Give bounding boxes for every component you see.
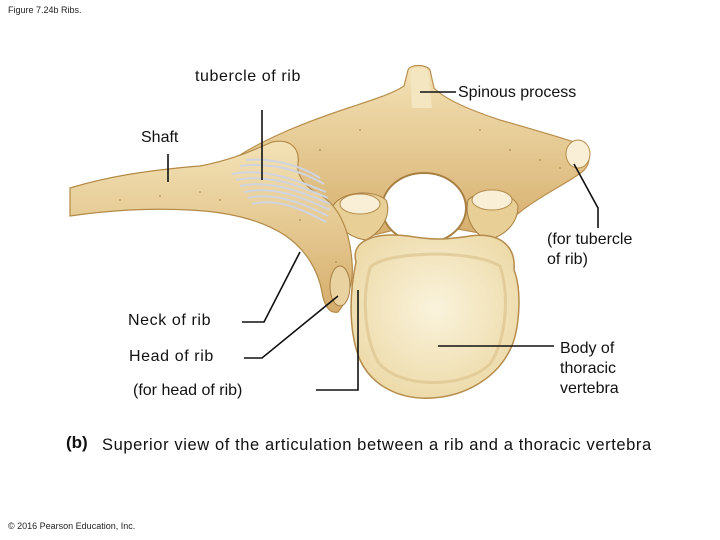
subfigure-letter: (b)	[66, 433, 88, 452]
right-articular-facet	[471, 189, 513, 211]
subfigure-caption: Superior view of the articulation betwee…	[102, 436, 652, 454]
label-body-line2: thoracic	[560, 360, 617, 377]
rib-head-facet	[329, 265, 351, 307]
label-spinous-process: Spinous process	[458, 84, 577, 101]
label-facet-tubercle-line2: of rib)	[547, 251, 588, 268]
leader-facet-head	[316, 290, 359, 391]
bone-texture	[119, 129, 561, 263]
vertebral-body-rim	[363, 252, 507, 384]
label-facet-for-head: (for head of rib)	[133, 382, 243, 399]
transverse-costal-facet	[565, 139, 591, 169]
spinous-process-shape	[410, 67, 432, 108]
leader-lines	[167, 91, 599, 391]
rib-shape	[69, 140, 353, 313]
label-body-of-thoracic-vertebra: Body of thoracic vertebra	[560, 339, 619, 399]
label-facet-for-tubercle: (for tubercle of rib)	[547, 230, 632, 270]
label-neck-of-rib: Neck of rib	[128, 312, 212, 329]
leader-head	[244, 295, 339, 359]
label-body-line3: vertebra	[560, 380, 619, 397]
label-tubercle-of-rib: tubercle of rib	[195, 68, 301, 85]
left-articular-facet	[339, 193, 381, 215]
figure-caption: Figure 7.24b Ribs.	[8, 5, 82, 15]
label-body-line1: Body of	[560, 340, 615, 357]
vertebral-foramen	[381, 172, 467, 244]
label-shaft: Shaft	[141, 129, 179, 146]
leader-facet-tubercle	[573, 163, 599, 228]
vertebral-body-shape	[350, 234, 520, 399]
leader-neck	[242, 251, 301, 323]
label-facet-tubercle-line1: (for tubercle	[547, 231, 633, 248]
label-head-of-rib: Head of rib	[129, 348, 214, 365]
copyright-notice: © 2016 Pearson Education, Inc.	[8, 521, 136, 531]
costotransverse-ligament	[231, 158, 331, 223]
